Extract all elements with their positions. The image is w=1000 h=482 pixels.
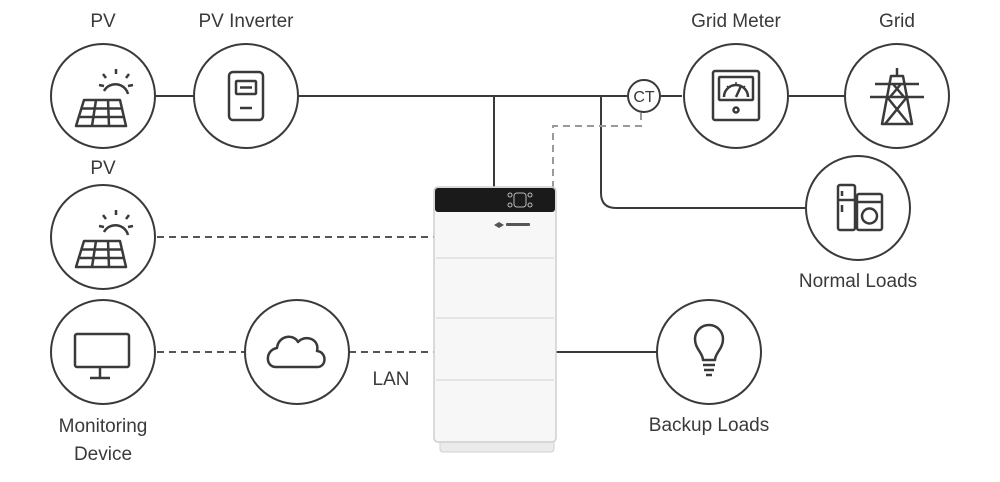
lightbulb-icon bbox=[693, 323, 725, 377]
inverter-icon bbox=[227, 70, 265, 122]
monitoring-device-label-line1: Monitoring bbox=[58, 416, 148, 437]
solar-panel-icon bbox=[74, 69, 134, 128]
battery-top-panel bbox=[435, 188, 555, 212]
pv-inverter-label: PV Inverter bbox=[198, 11, 294, 32]
battery-stack bbox=[433, 186, 557, 453]
normal-loads-node bbox=[805, 155, 911, 261]
backup-loads-label: Backup Loads bbox=[648, 415, 770, 436]
pv-inverter-node bbox=[193, 43, 299, 149]
monitor-icon bbox=[73, 332, 131, 380]
cloud-node bbox=[244, 299, 350, 405]
normal-loads-label: Normal Loads bbox=[798, 271, 918, 292]
pv-mid-node bbox=[50, 184, 156, 290]
monitoring-device-node bbox=[50, 299, 156, 405]
ct-label: CT bbox=[633, 89, 655, 106]
monitoring-device-label-line2: Device bbox=[73, 444, 133, 465]
pv-top-node bbox=[50, 43, 156, 149]
grid-meter-label: Grid Meter bbox=[691, 11, 781, 32]
ct-to-battery-dashed-line bbox=[552, 113, 642, 187]
bus-to-normal-loads-line bbox=[600, 96, 808, 209]
battery-indicator-icons bbox=[507, 192, 533, 208]
backup-loads-node bbox=[656, 299, 762, 405]
pv-top-label: PV bbox=[90, 11, 116, 32]
battery-module-dividers bbox=[436, 257, 554, 381]
ct-node: CT bbox=[627, 79, 661, 113]
solar-panel-icon bbox=[74, 210, 134, 269]
transmission-tower-icon bbox=[870, 68, 924, 126]
appliances-icon bbox=[836, 183, 884, 232]
meter-gauge-icon bbox=[711, 69, 761, 122]
pv-mid-label: PV bbox=[90, 158, 116, 179]
battery-logo bbox=[494, 222, 530, 228]
grid-label: Grid bbox=[879, 11, 915, 32]
dashed-connection-lines bbox=[157, 113, 642, 353]
connection-lines bbox=[155, 95, 848, 353]
cloud-icon bbox=[266, 335, 326, 369]
grid-node bbox=[844, 43, 950, 149]
lan-label: LAN bbox=[372, 369, 410, 390]
battery-body bbox=[433, 186, 557, 443]
grid-meter-node bbox=[683, 43, 789, 149]
